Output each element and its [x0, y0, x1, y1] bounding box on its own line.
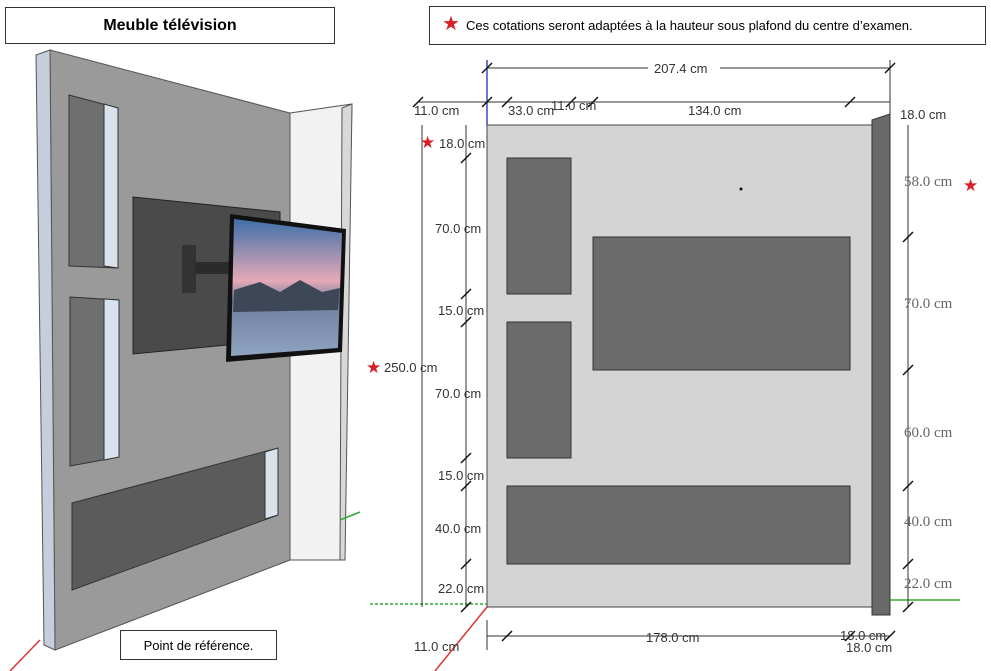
note-text: Ces cotations seront adaptées à la haute… — [466, 18, 913, 33]
perspective-view — [9, 49, 361, 671]
dim-total-width: 207.4 cm — [654, 61, 707, 76]
dimension-ticks — [412, 62, 914, 642]
dim-top-margin: 18.0 cm — [439, 136, 485, 151]
dim-right-mid: 60.0 cm — [904, 425, 953, 441]
dim-bottom-margin: 22.0 cm — [438, 581, 484, 596]
elevation-side-panel — [871, 113, 891, 616]
dim-total-height: 250.0 cm — [384, 360, 437, 375]
dim-gap-width: 11.0 cm — [551, 98, 596, 113]
star-icon: ★ — [963, 176, 978, 195]
dim-right-tv: 70.0 cm — [904, 296, 953, 312]
dim-right-base: 22.0 cm — [904, 576, 953, 592]
dim-niche1-height: 70.0 cm — [435, 221, 481, 236]
dim-left-offset: 11.0 cm — [414, 103, 459, 118]
elevation-view: 207.4 cm 11.0 cm 33.0 cm 11.0 cm 134.0 c… — [366, 59, 978, 671]
dim-gap2: 15.0 cm — [438, 468, 484, 483]
elevation-bottom-niche — [506, 485, 851, 565]
elevation-niche-1 — [506, 157, 572, 295]
elevation-niche-2 — [506, 321, 572, 459]
star-icon: ★ — [442, 13, 460, 35]
wall-edge — [35, 49, 56, 651]
dim-bottom-niche-width: 178.0 cm — [646, 630, 699, 645]
diagram-title: Meuble télévision — [103, 16, 237, 34]
dim-bottom-niche-height: 40.0 cm — [435, 521, 481, 536]
star-icon: ★ — [366, 358, 381, 377]
tv-image — [231, 219, 342, 356]
dim-tv-width: 134.0 cm — [688, 103, 741, 118]
star-icon: ★ — [420, 133, 435, 152]
tv-bracket — [182, 245, 196, 293]
dim-niche2-height: 70.0 cm — [435, 386, 481, 401]
reference-box: Point de référence. — [120, 630, 277, 660]
elevation-tv-zone — [592, 236, 851, 371]
dim-bottom-right-2: 18.0 cm — [846, 640, 892, 655]
title-box: Meuble télévision — [5, 7, 335, 44]
dim-right-panel: 18.0 cm — [900, 107, 946, 122]
dim-bottom-right-1: 18.0 cm — [840, 628, 886, 643]
dim-bottom-left: 11.0 cm — [414, 639, 459, 654]
dim-right-bottom-niche: 40.0 cm — [904, 514, 953, 530]
dim-niche-width: 33.0 cm — [508, 103, 554, 118]
reference-label: Point de référence. — [143, 637, 254, 653]
dim-right-top: 58.0 cm — [904, 174, 953, 190]
dim-gap1: 15.0 cm — [438, 303, 484, 318]
note-box: ★ Ces cotations seront adaptées à la hau… — [429, 6, 986, 45]
